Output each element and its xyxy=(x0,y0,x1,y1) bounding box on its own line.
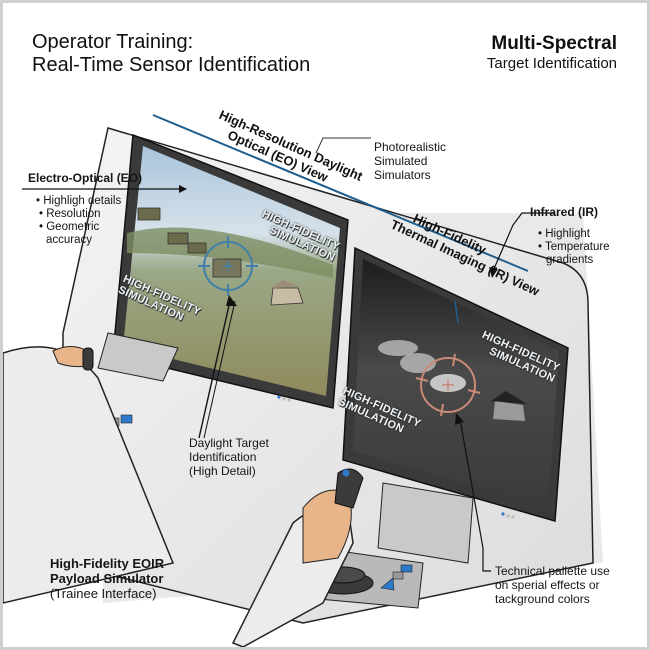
photorealistic-callout-line xyxy=(315,137,371,154)
eo-callout: Electro-Optical (EO) xyxy=(28,171,142,185)
title-line-2: Real-Time Sensor Identification xyxy=(32,54,311,76)
ir-callout-line xyxy=(492,212,555,272)
callout-line: Technical pallette use xyxy=(495,564,610,578)
left-trackpad[interactable] xyxy=(97,332,179,382)
daylight-callout-line xyxy=(203,300,236,439)
eo-vehicle xyxy=(167,232,189,245)
eo-bullet: Geometric xyxy=(46,221,100,233)
eo-bullet: Highligh details xyxy=(43,195,122,207)
left-joystick[interactable] xyxy=(82,347,94,371)
eo-callout-title: Electro-Optical (EO) xyxy=(28,171,143,185)
ir-bullet: Highlight xyxy=(545,228,590,240)
simulator-console-illustration xyxy=(3,114,603,647)
right-grey-button[interactable] xyxy=(392,571,404,580)
callout-line: Simulated xyxy=(374,154,428,168)
daylight-callout-arrowhead xyxy=(226,295,237,306)
eo-status-led xyxy=(277,395,281,399)
eo-callout-arrowhead xyxy=(179,185,187,193)
simulator-label-line-2: Payload Simulator xyxy=(50,571,164,586)
palette-callout-arrowhead xyxy=(455,413,464,425)
ir-house xyxy=(493,401,525,421)
joystick-trigger-button[interactable] xyxy=(342,469,350,477)
ir-status-led xyxy=(501,512,505,516)
daylight-callout-line xyxy=(198,300,231,439)
callout-line: tackground colors xyxy=(495,592,590,606)
palette-callout: Technical pallette use on sperial effect… xyxy=(495,564,610,606)
callout-line: (High Detail) xyxy=(189,464,256,478)
ir-house-roof xyxy=(491,391,527,404)
simulator-label-line-1: High-Fidelity EOIR xyxy=(50,556,165,571)
eo-bullet: Resolution xyxy=(46,208,101,220)
eo-reticle xyxy=(198,236,258,296)
simulator-label: High-Fidelity EOIR Payload Simulator (Tr… xyxy=(50,556,164,601)
eo-house xyxy=(270,287,304,306)
callout-line: Photorealistic xyxy=(374,140,447,154)
page-title: Operator Training: Real-Time Sensor Iden… xyxy=(32,31,310,77)
eo-target-vehicle xyxy=(212,258,242,278)
accent-line xyxy=(152,114,529,272)
ir-status-led xyxy=(511,515,515,519)
ir-callout-title: Infrared (IR) xyxy=(530,205,599,219)
ir-hot-plume xyxy=(400,353,436,373)
infographic-frame: Operator Training: Real-Time Sensor Iden… xyxy=(3,3,647,647)
ir-callout-arrowhead xyxy=(489,267,498,278)
title-line-1: Operator Training: xyxy=(32,31,194,53)
simulator-label-line-3: (Trainee Interface) xyxy=(50,586,157,601)
ir-reticle xyxy=(415,353,481,417)
ir-bullet-continuation: gradients xyxy=(546,254,594,266)
eo-vehicle xyxy=(187,242,207,254)
ir-hot-vehicle xyxy=(378,340,418,356)
ir-status-led xyxy=(506,514,510,518)
callout-line: Identification xyxy=(189,450,257,464)
callout-line: Simulators xyxy=(374,168,431,182)
eo-status-led xyxy=(282,397,286,401)
right-blue-button[interactable] xyxy=(400,564,413,573)
subtitle-bold: Multi-Spectral xyxy=(491,33,617,54)
eo-status-led xyxy=(287,398,291,402)
eo-house-roof xyxy=(271,280,301,288)
subtitle-text: Target Identification xyxy=(486,55,617,72)
eo-vehicle xyxy=(137,207,161,221)
palette-callout-line xyxy=(459,418,491,572)
callout-line: Daylight Target xyxy=(189,436,269,450)
ir-bullets: • Highlight • Temperature gradients xyxy=(538,228,610,266)
right-trackpad[interactable] xyxy=(377,482,474,564)
daylight-callout: Daylight Target Identification (High Det… xyxy=(189,436,269,478)
ir-bullet: Temperature xyxy=(545,241,610,253)
right-joystick-grip[interactable] xyxy=(334,468,364,509)
photorealistic-callout: Photorealistic Simulated Simulators xyxy=(374,140,446,182)
left-blue-button[interactable] xyxy=(120,414,133,424)
page-subtitle: Multi-Spectral Target Identification xyxy=(487,33,617,73)
eo-bullets: • Highligh details • Resolution • Geomet… xyxy=(36,195,122,246)
callout-line: on sperial effects or xyxy=(495,578,600,592)
right-arrow-button[interactable] xyxy=(380,577,395,591)
eo-bullet-continuation: accuracy xyxy=(46,234,93,246)
ir-heading-pointer xyxy=(454,300,459,324)
